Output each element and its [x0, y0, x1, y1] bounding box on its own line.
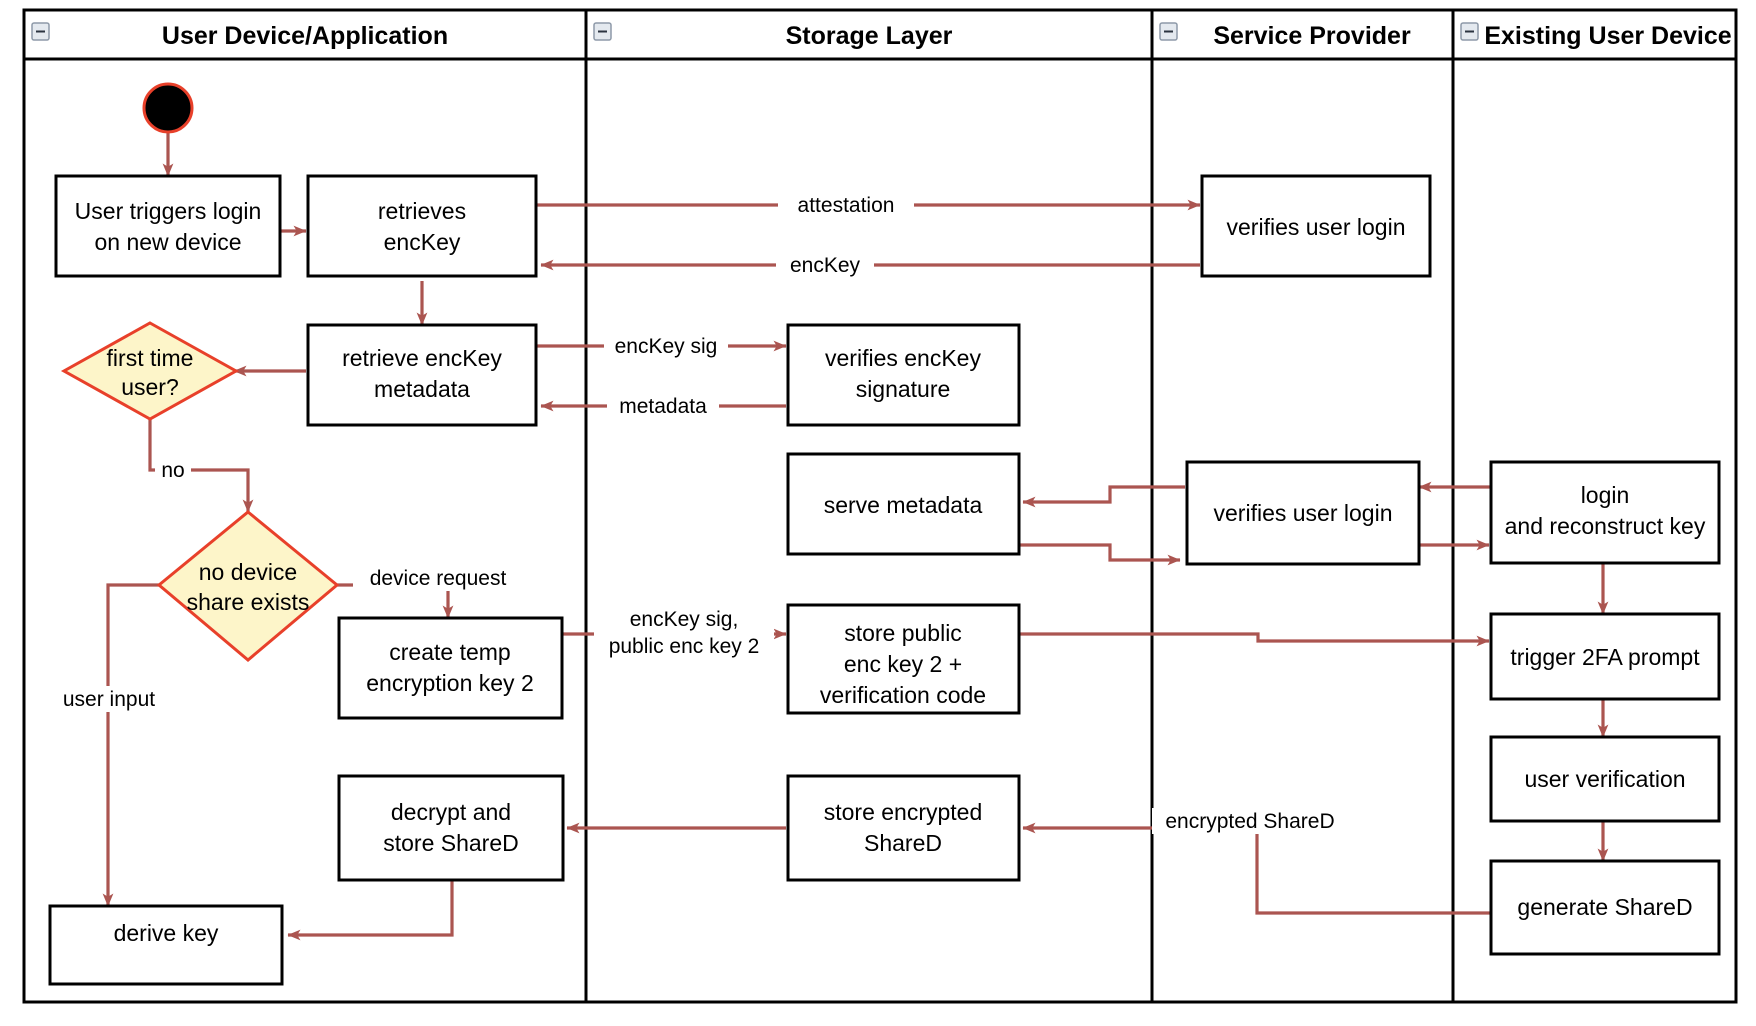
lane-header-user-device[interactable]: User Device/Application — [31, 22, 448, 50]
svg-text:metadata: metadata — [619, 395, 707, 418]
edge-label-attestation: attestation — [778, 192, 914, 218]
minus-box-icon[interactable] — [1460, 22, 1479, 41]
edge-label-enckey: encKey — [776, 252, 874, 278]
node-label-line: derive key — [114, 920, 219, 946]
node-label-line: ShareD — [864, 830, 942, 856]
node-label-line: share exists — [187, 589, 310, 615]
svg-text:encKey: encKey — [790, 254, 861, 277]
node-label-line: store encrypted — [824, 799, 983, 825]
edge-labels: attestation encKey encKey sig metadata n… — [52, 192, 1348, 834]
node-label-line: login — [1581, 482, 1630, 508]
svg-text:no: no — [161, 459, 184, 482]
node-label-line: User triggers login — [75, 198, 262, 224]
node-create-temp-encryption-key-2[interactable]: create temp encryption key 2 — [337, 616, 564, 720]
node-verifies-user-login-1[interactable]: verifies user login — [1200, 174, 1432, 278]
node-no-device-share-exists-decision[interactable]: no device share exists — [156, 510, 340, 662]
node-label-line: no device — [199, 559, 297, 585]
node-label-line: user? — [121, 374, 179, 400]
node-store-public-enc-key-2[interactable]: store public enc key 2 + verification co… — [786, 603, 1021, 715]
node-generate-shared[interactable]: generate ShareD — [1489, 859, 1721, 956]
node-label-line: generate ShareD — [1517, 894, 1692, 920]
node-verifies-user-login-2[interactable]: verifies user login — [1185, 460, 1421, 566]
node-label-line: retrieves — [378, 198, 466, 224]
edge-encrypted-shared — [1022, 822, 1490, 915]
node-label-line: verifies encKey — [825, 345, 981, 371]
minus-box-icon[interactable] — [593, 22, 612, 41]
node-retrieve-enckey-metadata[interactable]: retrieve encKey metadata — [306, 323, 538, 427]
node-label-line: metadata — [374, 376, 470, 402]
svg-text:public enc key 2: public enc key 2 — [609, 635, 760, 658]
start-node — [142, 82, 194, 134]
lane-title-storage-layer: Storage Layer — [786, 22, 953, 50]
node-label-line: encKey — [384, 229, 461, 255]
node-retrieves-enckey[interactable]: retrieves encKey — [306, 174, 538, 278]
node-first-time-user-decision[interactable]: first time user? — [60, 321, 240, 421]
svg-text:device request: device request — [370, 567, 507, 590]
lane-header-storage-layer[interactable]: Storage Layer — [593, 22, 953, 50]
node-user-verification[interactable]: user verification — [1489, 735, 1721, 823]
edge-user-input — [102, 583, 161, 907]
node-label-line: verification code — [820, 682, 986, 708]
node-user-triggers-login[interactable]: User triggers login on new device — [54, 174, 282, 278]
node-store-encrypted-shared[interactable]: store encrypted ShareD — [786, 774, 1021, 882]
edge-label-no: no — [155, 457, 191, 483]
edge-label-enckey-sig: encKey sig — [604, 333, 728, 359]
edge-label-enckey-sig-public-enc-key-2: encKey sig, public enc key 2 — [594, 606, 774, 662]
lane-title-service-provider: Service Provider — [1213, 22, 1411, 50]
node-trigger-2fa-prompt[interactable]: trigger 2FA prompt — [1489, 612, 1721, 701]
edge-no-first-time-user — [148, 419, 254, 513]
node-label-line: enc key 2 + — [844, 651, 962, 677]
edge-store-public-to-trigger-2fa — [1018, 632, 1490, 647]
edge-decrypt-to-derive-key — [287, 880, 454, 941]
node-label-line: create temp — [389, 639, 510, 665]
svg-text:encKey sig: encKey sig — [615, 335, 718, 358]
node-label-line: trigger 2FA prompt — [1510, 644, 1700, 670]
edge-label-device-request: device request — [353, 565, 523, 591]
node-label-line: on new device — [94, 229, 241, 255]
svg-text:encrypted ShareD: encrypted ShareD — [1165, 810, 1334, 833]
node-label-line: store public — [844, 620, 962, 646]
edge-verifies-to-serve-metadata — [1022, 485, 1185, 508]
lane-frame — [22, 8, 1738, 1004]
svg-text:user input: user input — [63, 688, 155, 711]
node-label-line: verifies user login — [1214, 500, 1393, 526]
minus-box-icon[interactable] — [1159, 22, 1178, 41]
node-label-line: store ShareD — [383, 830, 519, 856]
node-label-line: user verification — [1524, 766, 1685, 792]
svg-text:encKey sig,: encKey sig, — [630, 608, 739, 631]
svg-text:attestation: attestation — [798, 194, 895, 217]
lane-title-user-device: User Device/Application — [162, 22, 448, 50]
node-label-line: signature — [856, 376, 951, 402]
node-label-line: encryption key 2 — [366, 670, 533, 696]
node-label-line: retrieve encKey — [342, 345, 502, 371]
node-serve-metadata[interactable]: serve metadata — [786, 452, 1021, 556]
node-label-line: first time — [107, 345, 194, 371]
node-label-line: serve metadata — [824, 492, 983, 518]
edge-label-user-input: user input — [52, 686, 166, 712]
edge-label-metadata: metadata — [607, 393, 719, 419]
edge-label-encrypted-shared: encrypted ShareD — [1152, 808, 1348, 834]
lane-header-existing-user-device[interactable]: Existing User Device — [1460, 22, 1732, 50]
node-label-line: verifies user login — [1227, 214, 1406, 240]
lane-title-existing-user-device: Existing User Device — [1484, 22, 1731, 50]
lane-header-service-provider[interactable]: Service Provider — [1159, 22, 1411, 50]
minus-box-icon[interactable] — [31, 22, 50, 41]
node-derive-key[interactable]: derive key — [48, 904, 284, 986]
node-verifies-enckey-signature[interactable]: verifies encKey signature — [786, 323, 1021, 427]
node-login-and-reconstruct-key[interactable]: login and reconstruct key — [1489, 460, 1721, 565]
node-decrypt-and-store-shared[interactable]: decrypt and store ShareD — [337, 774, 565, 882]
node-label-line: decrypt and — [391, 799, 511, 825]
node-label-line: and reconstruct key — [1505, 513, 1706, 539]
edge-serve-metadata-to-verifies — [1018, 543, 1181, 566]
